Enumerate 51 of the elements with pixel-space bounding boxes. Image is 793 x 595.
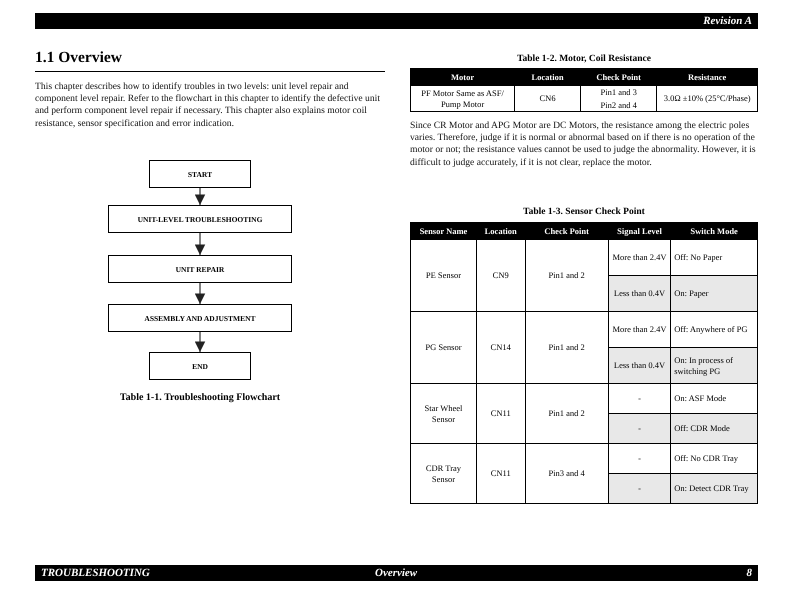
column-header: Sensor Name [410,222,476,240]
table-cell: - [608,474,671,504]
column-header: Signal Level [608,222,671,240]
table-cell: PE Sensor [410,240,476,312]
intro-paragraph: This chapter describes how to identify troubles in two levels: unit level repair and component level repair. Refer to the flowchart in this chapter to identify the defective unit and perform component level repair if necessary. This chapter also explains motor coil resistance, sensor specification and error indication. [35,81,381,130]
table-cell: Star Wheel Sensor [410,384,476,444]
arrow [194,332,206,352]
process-box [108,205,292,233]
arrow [194,233,206,255]
table-cell: On: In process of switching PG [670,348,758,384]
column-header: Check Point [525,222,608,240]
table-cell: PF Motor Same as ASF/ Pump Motor [410,86,515,112]
arrow [194,188,206,205]
process-box [108,304,292,332]
table-cell: On: Detect CDR Tray [670,474,758,504]
table-cell: CN14 [476,312,525,384]
table-cell: CN6 [514,86,581,112]
note-paragraph: Since CR Motor and APG Motor are DC Motors, the resistance among the electric poles varies. Therefore, judge if it is normal or abnormal based on if there is no operation of the motor or not; the resistance values cannot be used to judge the abnormality. However, it is difficult to judge accurately, if it is not clear, replace the motor. [410,120,757,169]
table-cell: Less than 0.4V [608,348,671,384]
figure-caption: Table 1-1. Troubleshooting Flowchart [118,392,282,403]
table-title: Table 1-3. Sensor Check Point [522,207,646,217]
arrow [194,283,206,304]
table-cell: CDR Tray Sensor [410,444,476,504]
table-cell: 3.0Ω ±10% (25°C/Phase) [656,86,758,112]
revision-label: Revision A [703,14,752,29]
column-header: Motor [410,68,515,86]
section-heading: 1.1 Overview [35,49,122,67]
table-cell: PG Sensor [410,312,476,384]
process-box [149,160,251,188]
page-subtitle: Overview [375,566,418,581]
column-header: Resistance [656,68,758,86]
table-title: Table 1-2. Motor, Coil Resistance [516,54,652,64]
table-cell: On: Paper [670,276,758,312]
column-header: Switch Mode [670,222,758,240]
table-cell: CN9 [476,240,525,312]
table-cell: CN11 [476,384,525,444]
column-header: Location [514,68,581,86]
process-box [149,352,251,380]
table-cell: Pin3 and 4 [525,444,608,504]
table-cell: - [608,414,671,444]
table-cell: Off: CDR Mode [670,414,758,444]
table-cell: Less than 0.4V [608,276,671,312]
table-cell: CN11 [476,444,525,504]
table-cell: Pin1 and 2 [525,312,608,384]
column-header: Check Point [580,68,657,86]
section-name: TROUBLESHOOTING [41,566,150,581]
page-number: 8 [746,566,752,581]
process-box [108,255,292,283]
table-cell: Pin1 and 2 [525,240,608,312]
table-cell: Pin1 and 2 [525,384,608,444]
column-header: Location [476,222,525,240]
